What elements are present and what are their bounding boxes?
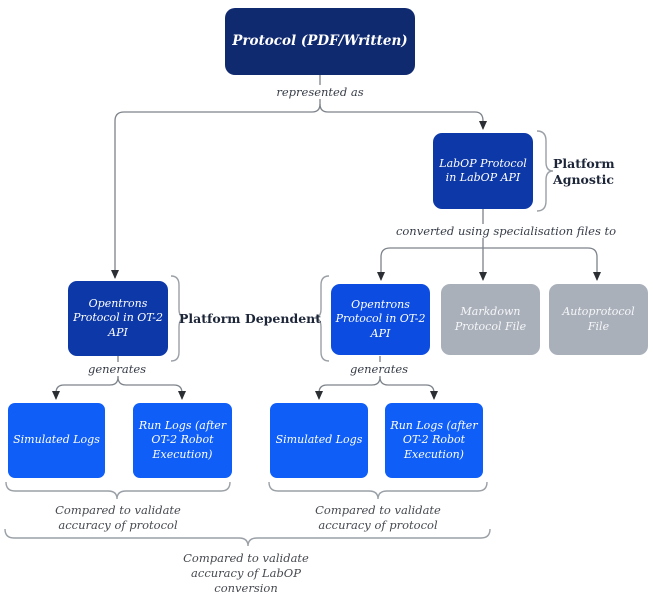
node-autoprotocol-file: Autoprotocol File: [549, 284, 648, 355]
edge-label-converted-using: converted using specialisation files to: [391, 224, 621, 238]
edge-labop-to-autoprotocol: [483, 247, 601, 281]
edge-label-generates-left: generates: [83, 362, 151, 376]
brace-compare-bottom: [4, 528, 491, 547]
label-compare-protocol-left: Compared to validate accuracy of protoco…: [55, 503, 181, 532]
node-run-logs-left: Run Logs (after OT-2 Robot Execution): [133, 403, 232, 478]
brace-platform-dependent-right: [313, 275, 330, 362]
label-platform-dependent: Platform Dependent: [178, 311, 322, 326]
brace-platform-agnostic: [536, 130, 554, 212]
node-labop-protocol: LabOP Protocol in LabOP API: [433, 133, 533, 209]
edge-generates-right-to-sim: [315, 376, 381, 400]
edge-label-generates-right: generates: [345, 362, 413, 376]
label-compare-protocol-right: Compared to validate accuracy of protoco…: [315, 503, 441, 532]
node-run-logs-right: Run Logs (after OT-2 Robot Execution): [385, 403, 483, 478]
node-simulated-logs-right: Simulated Logs: [270, 403, 368, 478]
edge-generates-left-to-run: [117, 376, 186, 400]
edge-labop-to-opentrons-right: [377, 247, 483, 281]
edge-generates-right-to-run: [379, 376, 438, 400]
brace-platform-dependent-left: [170, 275, 187, 362]
label-compare-labop-conversion: Compared to validate accuracy of LabOP c…: [183, 551, 309, 595]
edge-label-represented-as: represented as: [272, 85, 368, 99]
edge-protocol-to-labop: [319, 103, 487, 130]
edge-generates-left-to-sim: [52, 376, 119, 400]
node-opentrons-protocol-right: Opentrons Protocol in OT-2 API: [331, 284, 430, 355]
edge-protocol-to-opentrons-left: [111, 103, 321, 279]
brace-compare-left: [5, 481, 231, 500]
node-opentrons-protocol-left: Opentrons Protocol in OT-2 API: [68, 281, 168, 356]
label-platform-agnostic: Platform Agnostic: [553, 156, 615, 188]
node-markdown-protocol-file: Markdown Protocol File: [441, 284, 540, 355]
node-protocol-pdf-written: Protocol (PDF/Written): [225, 8, 415, 75]
node-simulated-logs-left: Simulated Logs: [8, 403, 105, 478]
brace-compare-right: [268, 481, 488, 500]
